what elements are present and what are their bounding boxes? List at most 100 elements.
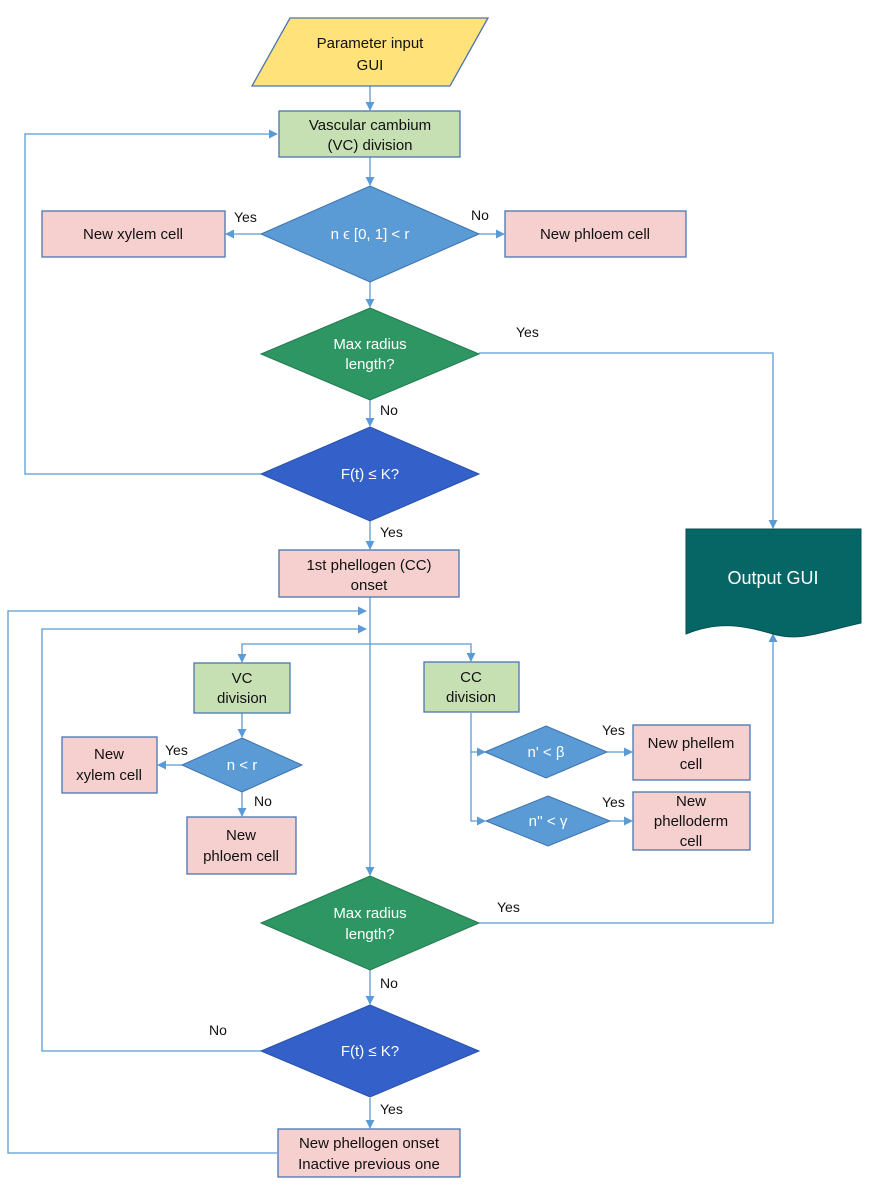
edge-label-yes-phelloderm: Yes (602, 794, 625, 810)
output-gui-label: Output GUI (727, 568, 818, 588)
parameter-input-line2: GUI (357, 57, 384, 74)
connector-ft-loop-to-vc (24, 129, 278, 475)
output-gui-node: Output GUI (685, 528, 862, 638)
new-xylem-2-box (61, 736, 158, 794)
new-xylem-box (41, 210, 226, 258)
cc-division-node: CC division (423, 661, 520, 713)
parameter-input-line1: Parameter input (317, 35, 425, 52)
parameter-input-node: Parameter input GUI (250, 17, 490, 87)
ft-k-2-shape (259, 1004, 481, 1098)
edge-label-yes-maxradius: Yes (516, 324, 539, 340)
phellogen-onset-line2: onset (351, 577, 389, 594)
edge-labels: Yes No Yes No Yes Yes No Yes Yes Yes No … (165, 207, 625, 1117)
max-radius-2-shape (259, 875, 481, 971)
max-radius-line2: length? (345, 356, 394, 373)
connector-split-to-cc (370, 643, 476, 662)
edge-label-no-maxradius: No (380, 402, 398, 418)
edge-label-yes-xylem: Yes (234, 209, 257, 225)
new-phellogen-box (277, 1128, 461, 1178)
connector-maxradius2-yes-to-output (479, 633, 778, 924)
vc-division-2-line2: division (217, 690, 267, 707)
new-phellem-line2: cell (680, 756, 703, 773)
connector-split-to-vc2 (237, 643, 370, 663)
new-phloem-box (504, 210, 687, 258)
connector-cc-to-gamma (470, 752, 486, 826)
ft-k-shape (259, 426, 481, 522)
new-xylem-2-line1: New (94, 746, 124, 763)
decision-gamma-shape (484, 795, 612, 847)
vc-division-2-line1: VC (232, 670, 253, 687)
new-phellem-node: New phellem cell (632, 724, 751, 781)
edge-label-yes-xylem-2: Yes (165, 742, 188, 758)
decision-n-r-shape (259, 185, 481, 283)
decision-n-r2-label: n < r (227, 757, 257, 774)
decision-n-r2-node: n < r (180, 737, 304, 793)
connector-cc-to-beta (470, 713, 486, 757)
ft-k-2-label: F(t) ≤ K? (341, 1043, 399, 1060)
cc-division-box (423, 661, 520, 713)
new-phloem-2-box (186, 816, 297, 875)
vc-division-line2: (VC) division (327, 137, 412, 154)
edge-label-no-phloem-2: No (254, 793, 272, 809)
phellogen-onset-line1: 1st phellogen (CC) (306, 557, 431, 574)
new-xylem-2-line2: xylem cell (76, 767, 142, 784)
connector-maxradius-yes-to-output (479, 352, 778, 529)
edge-label-yes-ft-2: Yes (380, 1101, 403, 1117)
new-phelloderm-node: New phelloderm cell (632, 791, 751, 851)
new-phloem-2-line2: phloem cell (203, 848, 279, 865)
parameter-input-shape (250, 17, 490, 87)
vc-division-2-node: VC division (193, 662, 291, 714)
phellogen-onset-node: 1st phellogen (CC) onset (278, 549, 460, 598)
phellogen-onset-box (278, 549, 460, 598)
decision-gamma-node: n'' < γ (484, 795, 612, 847)
connector-newphellogen-loop (7, 606, 367, 1154)
edge-label-no-maxradius-2: No (380, 975, 398, 991)
cc-division-line1: CC (460, 669, 482, 686)
max-radius-2-node: Max radius length? (259, 875, 481, 971)
vc-division-2-box (193, 662, 291, 714)
decision-n-r-label: n ϵ [0, 1] < r (331, 226, 410, 243)
ft-k-2-node: F(t) ≤ K? (259, 1004, 481, 1098)
edge-label-no-ft-2: No (209, 1022, 227, 1038)
edge-label-no-phloem: No (471, 207, 489, 223)
vc-division-node: Vascular cambium (VC) division (278, 110, 461, 158)
new-phloem-2-line1: New (226, 827, 256, 844)
cc-division-line2: division (446, 689, 496, 706)
decision-beta-shape (483, 725, 609, 779)
new-phellem-line1: New phellem (648, 735, 735, 752)
decision-n-r2-shape (180, 737, 304, 793)
new-phellem-box (632, 724, 751, 781)
ft-k-node: F(t) ≤ K? (259, 426, 481, 522)
ft-k-label: F(t) ≤ K? (341, 466, 399, 483)
max-radius-line1: Max radius (333, 336, 406, 353)
new-phloem-label: New phloem cell (540, 226, 650, 243)
new-xylem-label: New xylem cell (83, 226, 183, 243)
new-phellogen-line1: New phellogen onset (299, 1135, 440, 1152)
vc-division-line1: Vascular cambium (309, 117, 431, 134)
edge-label-yes-ft: Yes (380, 524, 403, 540)
decision-gamma-label: n'' < γ (529, 813, 568, 830)
decision-n-r-node: n ϵ [0, 1] < r (259, 185, 481, 283)
decision-beta-node: n' < β (483, 725, 609, 779)
max-radius-2-line1: Max radius (333, 905, 406, 922)
max-radius-shape (259, 307, 481, 401)
new-phloem-2-node: New phloem cell (186, 816, 297, 875)
new-xylem-2-node: New xylem cell (61, 736, 158, 794)
vc-division-box (278, 110, 461, 158)
new-phellogen-line2: Inactive previous one (298, 1156, 440, 1173)
edge-label-yes-maxradius-2: Yes (497, 899, 520, 915)
new-phelloderm-line2: phelloderm (654, 813, 728, 830)
connectors (7, 86, 778, 1154)
max-radius-node: Max radius length? (259, 307, 481, 401)
edge-label-yes-phellem: Yes (602, 722, 625, 738)
new-xylem-node: New xylem cell (41, 210, 226, 258)
new-phelloderm-box (632, 791, 751, 851)
new-phelloderm-line1: New (676, 793, 706, 810)
decision-beta-label: n' < β (528, 744, 565, 761)
connector-ft2-no-loop (41, 624, 367, 1052)
new-phelloderm-line3: cell (680, 833, 703, 850)
max-radius-2-line2: length? (345, 926, 394, 943)
new-phellogen-node: New phellogen onset Inactive previous on… (277, 1128, 461, 1178)
new-phloem-node: New phloem cell (504, 210, 687, 258)
